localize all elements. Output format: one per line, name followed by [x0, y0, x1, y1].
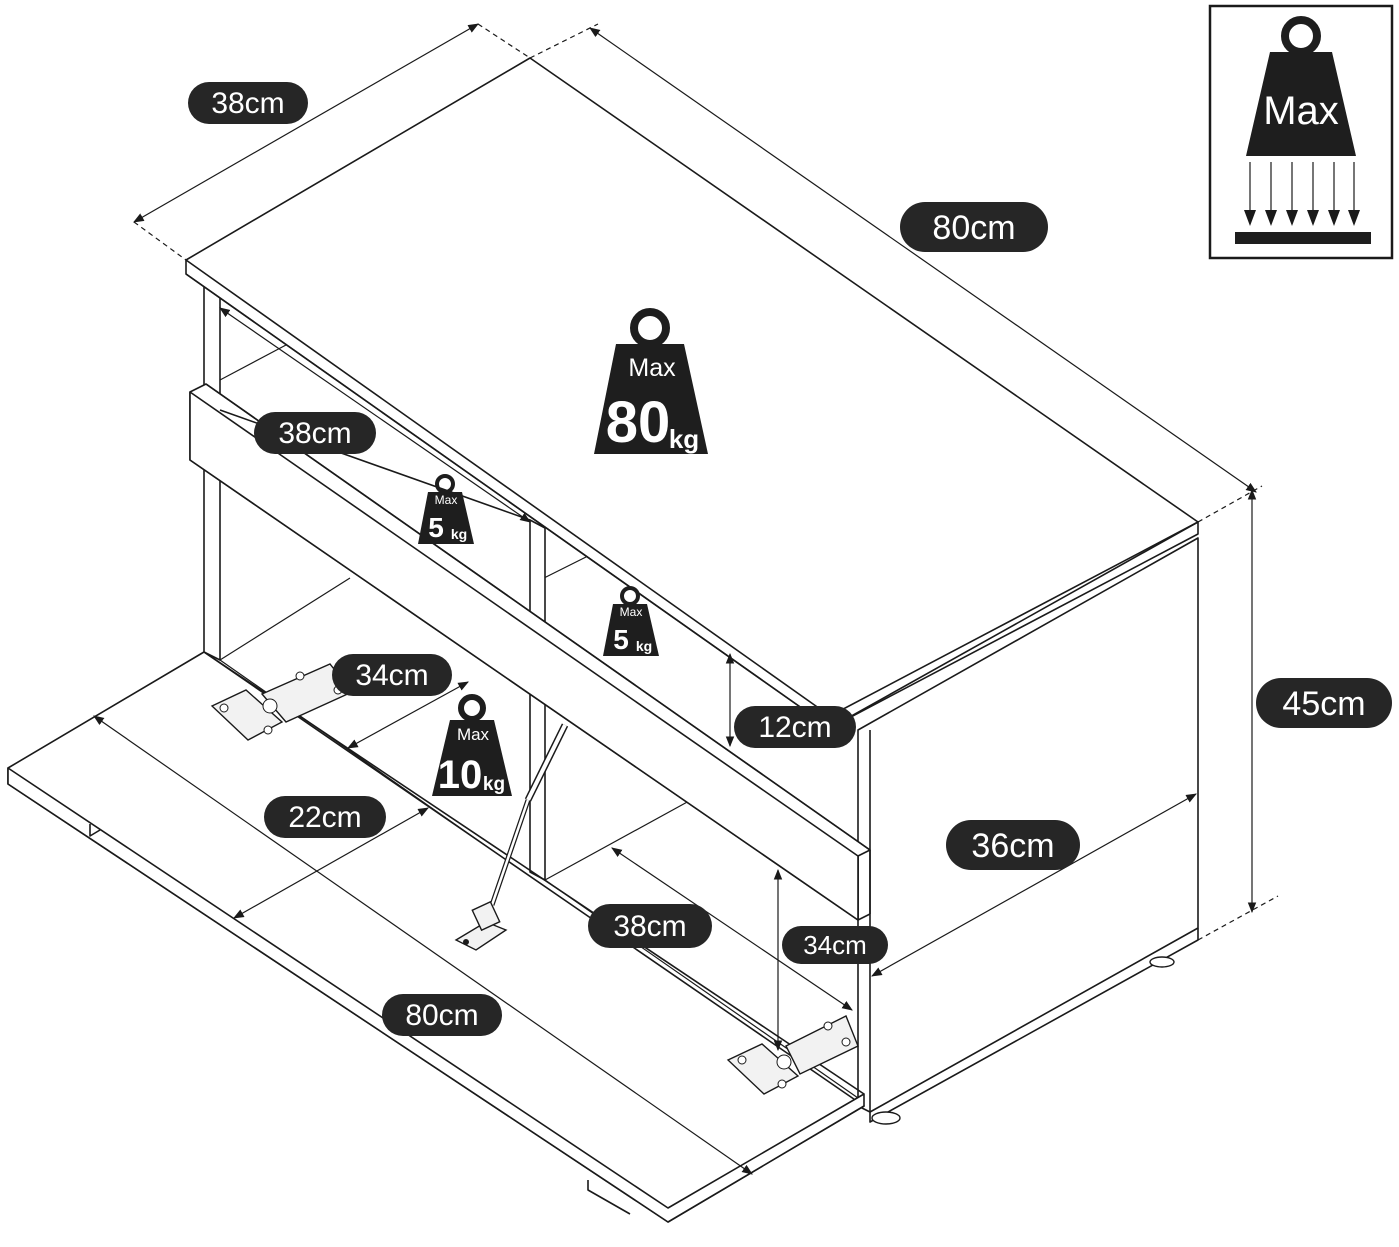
weight-icon-top: Max 80 kg	[594, 308, 708, 455]
dim-total-height: 45cm	[1256, 678, 1392, 728]
shelf-left-load-prefix: Max	[435, 493, 458, 507]
dim-total-height-label: 45cm	[1282, 685, 1365, 723]
weight-icon-shelf-right: Max 5 kg	[603, 586, 659, 656]
dim-shelf-depth-label: 38cm	[278, 417, 351, 450]
flap-load-prefix: Max	[457, 725, 490, 744]
dim-drawer-height: 12cm	[734, 706, 856, 748]
dim-top-width: 80cm	[900, 202, 1048, 252]
dim-flap-width: 80cm	[382, 994, 502, 1036]
dim-bottom-depth: 38cm	[588, 904, 712, 948]
dim-flap-depth-label: 22cm	[288, 801, 361, 834]
dim-side-height-label: 36cm	[971, 827, 1054, 865]
dim-drawer-height-label: 12cm	[758, 711, 831, 744]
dim-top-depth-label: 38cm	[211, 87, 284, 120]
dim-top-width-label: 80cm	[932, 209, 1015, 247]
dim-flap-depth: 22cm	[264, 796, 386, 838]
dim-inner-height-label: 34cm	[803, 930, 867, 960]
dim-interior-depth: 34cm	[332, 654, 452, 696]
dim-bottom-depth-label: 38cm	[613, 910, 686, 943]
weight-icon-shelf-left: Max 5 kg	[418, 474, 474, 544]
flap-door	[7, 651, 865, 1223]
shelf-left-load-unit: kg	[451, 526, 467, 542]
shelf-right-load-value: 5	[613, 624, 629, 655]
flap-load-value: 10	[438, 753, 483, 797]
legend-weight-icon: Max	[1246, 16, 1356, 156]
flap-load-unit: kg	[483, 774, 505, 795]
top-load-prefix: Max	[628, 354, 676, 382]
dim-inner-height: 34cm	[782, 926, 888, 964]
dimension-lines	[93, 23, 1279, 1175]
shelf-left-load-value: 5	[428, 512, 444, 543]
top-load-value: 80	[606, 390, 671, 455]
dim-top-depth: 38cm	[188, 82, 308, 124]
top-load-unit: kg	[669, 424, 699, 454]
shelf-right-load-prefix: Max	[620, 605, 643, 619]
dim-flap-width-label: 80cm	[405, 999, 478, 1032]
weight-icon-flap: Max 10 kg	[432, 694, 512, 797]
legend-max-label: Max	[1263, 89, 1339, 133]
dim-side-height: 36cm	[946, 820, 1080, 870]
dim-shelf-depth: 38cm	[254, 412, 376, 454]
max-load-legend: Max	[1208, 4, 1394, 260]
dim-interior-depth-label: 34cm	[355, 659, 428, 692]
shelf-right-load-unit: kg	[636, 638, 652, 654]
